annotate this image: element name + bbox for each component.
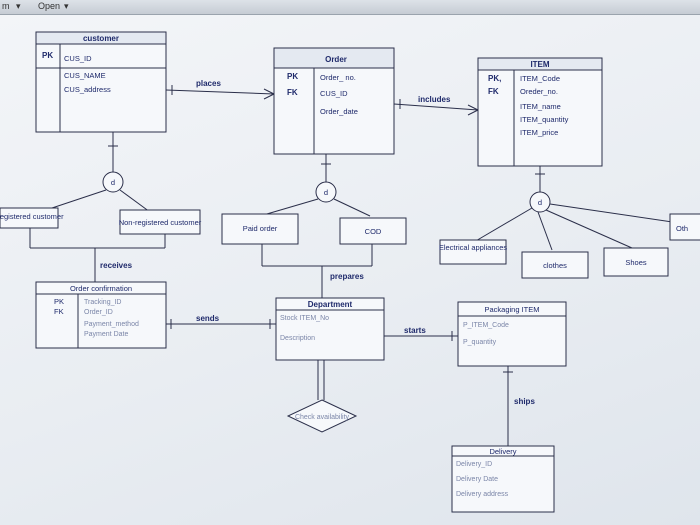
relationship-label: ships <box>514 397 535 406</box>
toolbar-left-text: m <box>2 1 10 11</box>
item-specialization: d <box>473 166 687 251</box>
entity-department[interactable]: Department Stock ITEM_No Description <box>275 297 385 361</box>
key-label: FK <box>54 307 64 316</box>
relationship-receives: receives <box>29 228 166 282</box>
open-menu-chevron-icon[interactable]: ▾ <box>64 1 69 11</box>
attribute: ITEM_name <box>520 102 561 111</box>
relationship-ships: ships <box>503 366 535 446</box>
relationship-label: places <box>196 79 221 88</box>
chevron-down-icon[interactable]: ▾ <box>16 1 21 11</box>
subtype-label: Paid order <box>243 224 278 233</box>
key-label: PK <box>42 51 53 60</box>
subtype-other[interactable]: Oth <box>669 213 700 241</box>
relationship-starts: starts <box>384 326 458 341</box>
attribute: CUS_NAME <box>64 71 106 80</box>
entity-customer[interactable]: customer PK CUS_ID CUS_NAME CUS_address <box>35 31 167 133</box>
subtype-label: Registered customer <box>0 212 64 221</box>
entity-delivery[interactable]: Delivery Delivery_ID Delivery Date Deliv… <box>451 445 555 513</box>
entity-title: customer <box>83 34 119 43</box>
subtype-registered-customer[interactable]: Registered customer <box>0 207 64 229</box>
attribute: CUS_ID <box>64 54 92 63</box>
subtype-electrical-appliances[interactable]: Electrical appliances <box>439 239 508 265</box>
relationship-label: Check availability <box>295 414 350 421</box>
key-label: FK <box>488 87 499 96</box>
relationship-label: starts <box>404 326 426 335</box>
relationship-includes: includes <box>393 95 479 116</box>
disjoint-symbol: d <box>538 198 542 207</box>
entity-order[interactable]: Order PK FK Order_ no. CUS_ID Order_date <box>273 47 395 155</box>
entity-packaging-item[interactable]: Packaging ITEM P_ITEM_Code P_quantity <box>457 301 567 367</box>
customer-specialization: d <box>39 132 151 213</box>
subtype-clothes[interactable]: clothes <box>521 251 589 279</box>
relationship-label: prepares <box>330 272 364 281</box>
key-label: PK <box>54 297 64 306</box>
entity-order-confirmation[interactable]: Order confirmation PK FK Tracking_ID Ord… <box>35 281 167 349</box>
key-label: PK <box>287 72 298 81</box>
diagram-canvas: customer PK CUS_ID CUS_NAME CUS_address … <box>0 14 700 525</box>
attribute: Oreder_no. <box>520 87 558 96</box>
attribute: P_quantity <box>463 339 497 346</box>
attribute: Tracking_ID <box>84 299 121 306</box>
relationship-label: sends <box>196 314 220 323</box>
subtype-label: Shoes <box>625 258 647 267</box>
attribute: Delivery Date <box>456 476 498 483</box>
order-specialization: d <box>259 154 371 217</box>
attribute: P_ITEM_Code <box>463 322 509 329</box>
attribute: Order_ID <box>84 309 113 316</box>
open-menu-button[interactable]: Open <box>38 1 61 11</box>
attribute: ITEM_price <box>520 128 558 137</box>
attribute: Payment_method <box>84 321 139 328</box>
subtype-shoes[interactable]: Shoes <box>603 247 669 277</box>
subtype-cod[interactable]: COD <box>339 217 407 245</box>
attribute: Description <box>280 335 315 342</box>
relationship-label: includes <box>418 95 451 104</box>
entity-item[interactable]: ITEM PK, FK ITEM_Code Oreder_no. ITEM_na… <box>477 57 603 167</box>
entity-title: Order confirmation <box>70 284 132 293</box>
attribute: Delivery address <box>456 491 509 498</box>
attribute: Payment Date <box>84 331 128 338</box>
subtype-label: clothes <box>543 261 567 270</box>
attribute: CUS_address <box>64 85 111 94</box>
attribute: ITEM_quantity <box>520 115 569 124</box>
attribute: Delivery_ID <box>456 461 492 468</box>
relationship-prepares: prepares <box>261 244 373 298</box>
key-label: PK, <box>488 74 501 83</box>
subtype-label: COD <box>365 227 382 236</box>
entity-title: Delivery <box>489 447 516 456</box>
relationship-check-availability: Check availability <box>286 360 358 433</box>
er-diagram: customer PK CUS_ID CUS_NAME CUS_address … <box>0 31 700 513</box>
entity-title: Department <box>308 300 353 309</box>
subtype-label: Non-registered customer <box>119 218 202 227</box>
key-label: FK <box>287 88 298 97</box>
entity-title: ITEM <box>530 60 549 69</box>
disjoint-symbol: d <box>111 178 115 187</box>
subtype-paid-order[interactable]: Paid order <box>221 213 299 245</box>
entity-title: Order <box>325 55 347 64</box>
relationship-label: receives <box>100 261 133 270</box>
attribute: CUS_ID <box>320 89 348 98</box>
relationship-sends: sends <box>166 314 276 329</box>
subtype-label: Oth <box>676 224 688 233</box>
subtype-label: Electrical appliances <box>439 243 508 252</box>
attribute: Order_date <box>320 107 358 116</box>
subtype-non-registered-customer[interactable]: Non-registered customer <box>119 209 202 235</box>
entity-title: Packaging ITEM <box>484 305 539 314</box>
attribute: Stock ITEM_No <box>280 315 329 322</box>
disjoint-symbol: d <box>324 188 328 197</box>
attribute: ITEM_Code <box>520 74 560 83</box>
attribute: Order_ no. <box>320 73 356 82</box>
relationship-places: places <box>165 79 275 100</box>
app-toolbar: m ▾ Open ▾ <box>0 0 700 15</box>
